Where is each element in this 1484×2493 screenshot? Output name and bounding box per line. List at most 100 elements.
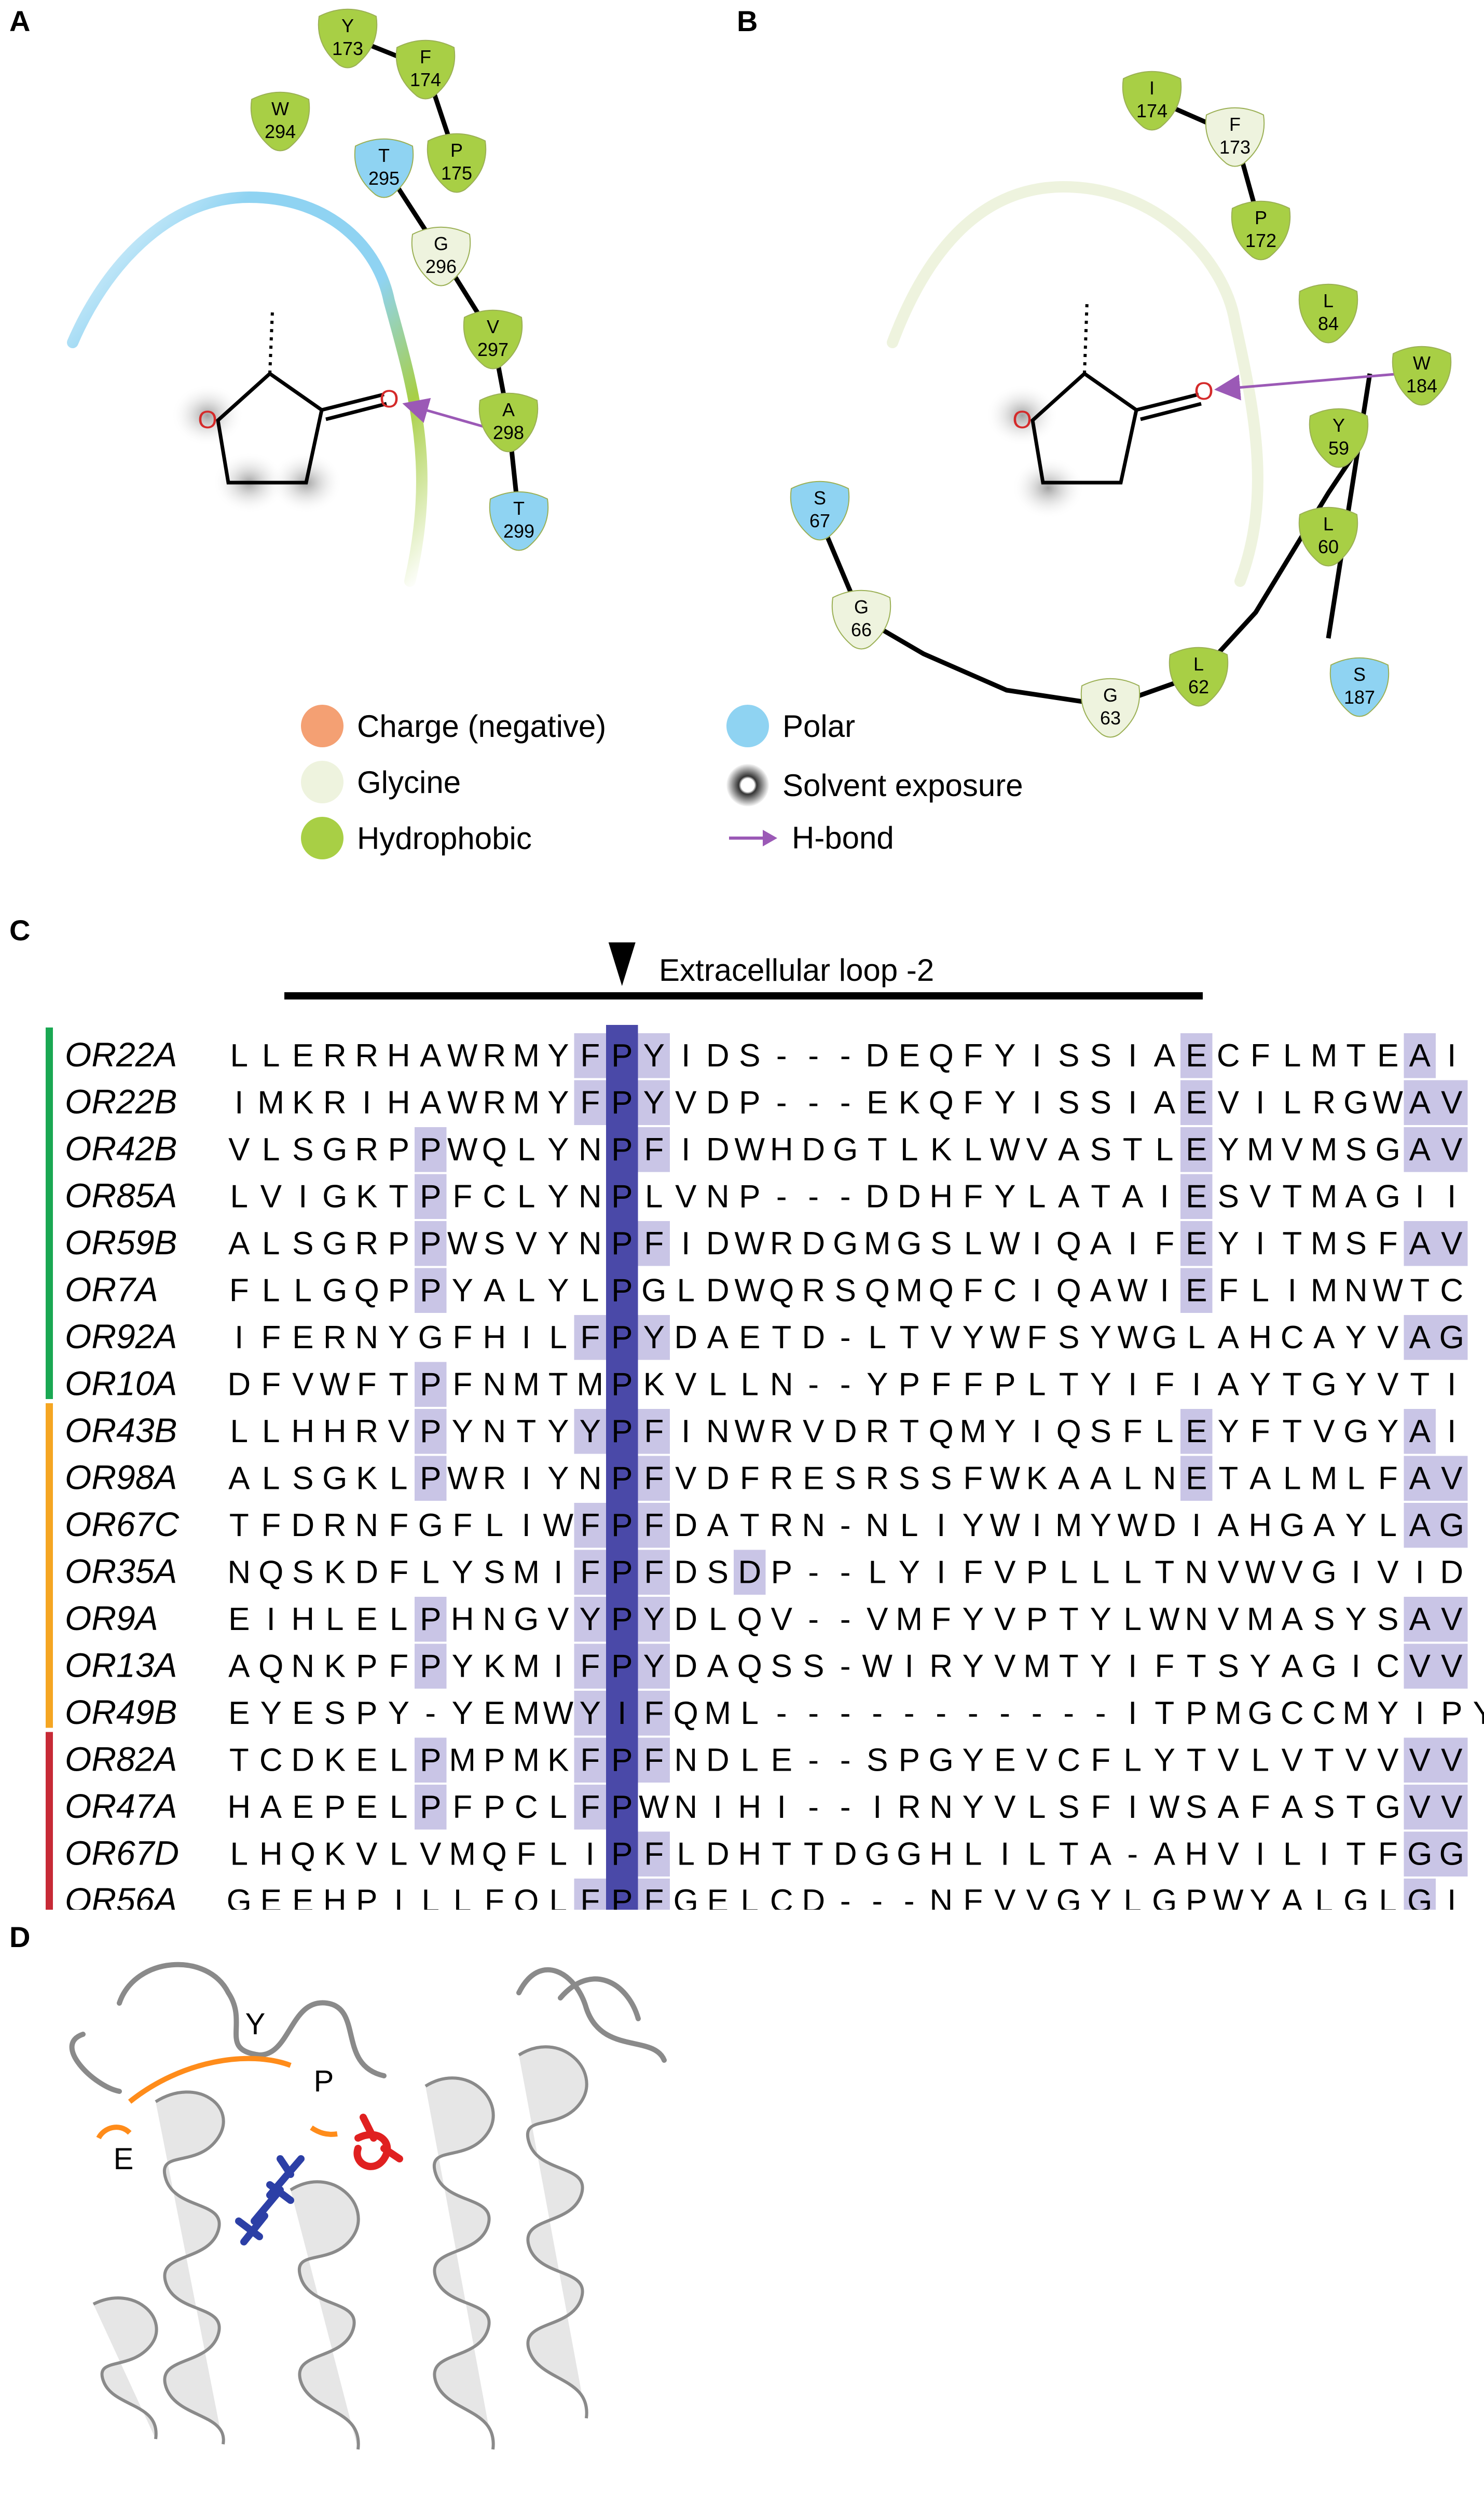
- residue-char: L: [549, 1837, 567, 1872]
- residue-char: K: [324, 1837, 346, 1872]
- residue-char: F: [452, 1320, 472, 1355]
- residue-char: L: [422, 1883, 439, 1910]
- residue-char: F: [452, 1367, 472, 1403]
- residue-char: V: [1026, 1743, 1048, 1778]
- residue-char: D: [1153, 1508, 1176, 1543]
- residue-char: R: [355, 1414, 378, 1449]
- residue-char: E: [356, 1601, 377, 1637]
- residue-char: A: [1218, 1508, 1240, 1543]
- residue-char: L: [390, 1789, 407, 1825]
- residue-char: R: [355, 1038, 378, 1074]
- residue-char: Y: [547, 1085, 569, 1121]
- residue-char: Y: [547, 1132, 569, 1168]
- residue-char: G: [1407, 1837, 1432, 1872]
- residue-char: L: [900, 1132, 918, 1168]
- residue-char: P: [388, 1226, 409, 1262]
- residue-char: I: [1192, 1508, 1201, 1543]
- residue-char: Y: [1249, 1649, 1271, 1684]
- residue-char: S: [835, 1273, 856, 1309]
- residue-char: P: [611, 1367, 633, 1403]
- residue-char: T: [772, 1320, 791, 1355]
- residue-char: F: [931, 1601, 951, 1637]
- residue-char: L: [230, 1038, 248, 1074]
- residue-char: S: [739, 1038, 760, 1074]
- residue-char: -: [1032, 1695, 1042, 1731]
- residue-char: P: [611, 1273, 633, 1309]
- residue-char: D: [802, 1226, 825, 1262]
- residue-char: L: [422, 1555, 439, 1591]
- residue-char: L: [390, 1837, 407, 1872]
- residue-char: G: [322, 1461, 347, 1497]
- residue-char: C: [1376, 1649, 1399, 1684]
- residue-char: I: [1128, 1038, 1137, 1074]
- residue-char: A: [1249, 1461, 1271, 1497]
- residue-char: L: [709, 1367, 726, 1403]
- residue-char: V: [1441, 1085, 1463, 1121]
- residue-char: R: [323, 1038, 347, 1074]
- residue-highlight: [638, 1456, 670, 1501]
- residue-char: P: [1441, 1695, 1462, 1731]
- residue-char: Y: [963, 1508, 984, 1543]
- legend-solvent: Solvent exposure: [726, 764, 1023, 806]
- residue-char: I: [1033, 1273, 1041, 1309]
- residue-highlight: [1404, 1879, 1436, 1910]
- residue-char: I: [1160, 1179, 1169, 1215]
- residue-highlight: [1436, 1831, 1468, 1876]
- residue-highlight: [638, 1643, 670, 1689]
- residue-char: H: [451, 1601, 474, 1637]
- residue-char: W: [734, 1132, 765, 1168]
- residue-char: V: [260, 1179, 282, 1215]
- legend-glycine-label: Glycine: [357, 764, 461, 800]
- residue-highlight: [1180, 1268, 1213, 1313]
- residue-char: I: [1192, 1367, 1201, 1403]
- residue-char: G: [1152, 1320, 1177, 1355]
- residue-char: M: [513, 1649, 540, 1684]
- residue-char: T: [1282, 1226, 1302, 1262]
- residue-char: W: [1149, 1789, 1180, 1825]
- residue-char: S: [484, 1555, 505, 1591]
- residue-char: -: [904, 1695, 915, 1731]
- residue-char: Y: [1154, 1743, 1175, 1778]
- residue-char: V: [292, 1367, 314, 1403]
- residue-char: Q: [291, 1837, 315, 1872]
- residue-char: N: [579, 1132, 602, 1168]
- residue-char: P: [420, 1789, 441, 1825]
- residue-char: I: [617, 1695, 626, 1731]
- residue-char: I: [1033, 1085, 1041, 1121]
- residue-char: I: [1416, 1555, 1424, 1591]
- residue-char: L: [1379, 1883, 1397, 1910]
- residue-char: L: [549, 1320, 567, 1355]
- residue-char: W: [990, 1226, 1020, 1262]
- residue-char: L: [230, 1414, 248, 1449]
- residue-highlight: [574, 1503, 606, 1548]
- residue-char: V: [930, 1320, 952, 1355]
- residue-char: L: [262, 1461, 280, 1497]
- residue-char: M: [1311, 1132, 1338, 1168]
- residue-char: W: [447, 1226, 478, 1262]
- residue-char: -: [808, 1743, 819, 1778]
- residue-letter: S: [1353, 664, 1366, 685]
- residue-char: W: [990, 1508, 1020, 1543]
- residue-char: Q: [354, 1273, 379, 1309]
- residue-char: I: [937, 1508, 945, 1543]
- residue-char: H: [483, 1320, 506, 1355]
- residue-char: I: [905, 1649, 914, 1684]
- residue-highlight: [415, 1362, 447, 1407]
- residue-char: F: [389, 1649, 408, 1684]
- residue-highlight: [1180, 1174, 1213, 1219]
- residue-char: F: [963, 1179, 983, 1215]
- residue-char: -: [840, 1695, 851, 1731]
- residue-char: I: [235, 1320, 243, 1355]
- residue-char: V: [1282, 1743, 1303, 1778]
- residue-number: 297: [477, 339, 509, 360]
- residue-char: V: [420, 1837, 442, 1872]
- residue-highlight: [574, 1550, 606, 1595]
- residue-char: F: [644, 1226, 664, 1262]
- residue-char: W: [447, 1038, 478, 1074]
- residue-char: F: [580, 1883, 600, 1910]
- residue-char: G: [1343, 1085, 1368, 1121]
- residue-letter: V: [487, 316, 499, 337]
- residue-char: V: [1441, 1601, 1463, 1637]
- residue-char: G: [1343, 1883, 1368, 1910]
